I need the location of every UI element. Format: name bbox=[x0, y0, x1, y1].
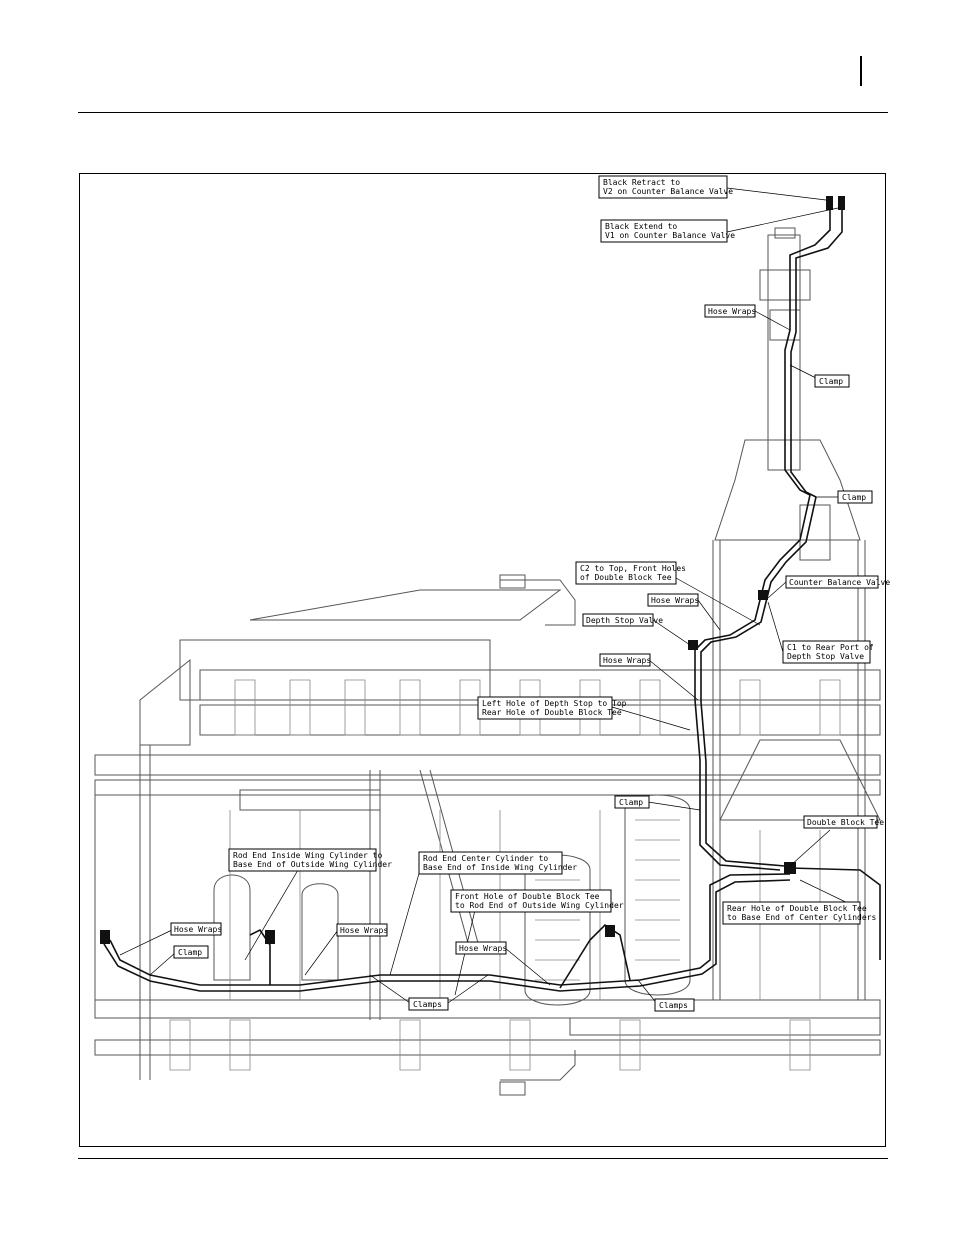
callout-c2-line2: of Double Block Tee bbox=[580, 573, 672, 582]
page-tab-mark bbox=[860, 56, 862, 86]
leader-lines bbox=[119, 187, 859, 1006]
callout-hose-wraps-top-text: Hose Wraps bbox=[708, 307, 756, 316]
callout-black-retract-line1: Black Retract to bbox=[603, 178, 680, 187]
callout-c1-rear-port: C1 to Rear Port of Depth Stop Valve bbox=[782, 640, 874, 664]
callout-c2-top-front: C2 to Top, Front Holes of Double Block T… bbox=[575, 561, 686, 585]
callout-clamp-2: Clamp bbox=[837, 490, 873, 504]
hydraulic-hoses bbox=[103, 200, 881, 992]
callout-hose-wraps-center-text: Hose Wraps bbox=[459, 944, 507, 953]
callout-clamps-1-text: Clamps bbox=[413, 1000, 442, 1009]
callout-front-hole-double-block: Front Hole of Double Block Tee to Rod En… bbox=[450, 889, 624, 913]
callout-hose-wraps-center-left-text: Hose Wraps bbox=[340, 926, 388, 935]
callout-black-retract-line2: V2 on Counter Balance Valve bbox=[603, 187, 733, 196]
callout-left-hole-line2: Rear Hole of Double Block Tee bbox=[482, 708, 622, 717]
callout-hose-wraps-left-text: Hose Wraps bbox=[174, 925, 222, 934]
callout-clamp-2-text: Clamp bbox=[842, 493, 866, 502]
callout-rod-end-inside-wing: Rod End Inside Wing Cylinder to Base End… bbox=[228, 848, 392, 872]
callout-c1-line2: Depth Stop Valve bbox=[787, 652, 864, 661]
callout-c2-line1: C2 to Top, Front Holes bbox=[580, 564, 686, 573]
callout-clamp-left-text: Clamp bbox=[178, 948, 202, 957]
callout-hose-wraps-mid1: Hose Wraps bbox=[647, 593, 699, 607]
callout-depth-stop-valve: Depth Stop Valve bbox=[582, 613, 663, 627]
callout-rod-end-center: Rod End Center Cylinder to Base End of I… bbox=[418, 851, 577, 875]
callout-rod-end-center-line1: Rod End Center Cylinder to bbox=[423, 854, 548, 863]
callout-hose-wraps-mid2-text: Hose Wraps bbox=[603, 656, 651, 665]
callout-double-block-tee: Double Block Tee bbox=[803, 815, 884, 829]
callout-left-hole-line1: Left Hole of Depth Stop to Top bbox=[482, 699, 627, 708]
callout-rod-end-inside-line2: Base End of Outside Wing Cylinder bbox=[233, 860, 392, 869]
figure-frame bbox=[79, 173, 886, 1147]
callout-counter-balance-valve-text: Counter Balance Valve bbox=[789, 578, 890, 587]
callout-hose-wraps-mid2: Hose Wraps bbox=[599, 653, 651, 667]
callout-rod-end-center-line2: Base End of Inside Wing Cylinder bbox=[423, 863, 577, 872]
callout-black-extend-line1: Black Extend to bbox=[605, 222, 677, 231]
header-rule bbox=[78, 112, 888, 113]
machine-frame-art bbox=[94, 227, 881, 1096]
callout-hose-wraps-center: Hose Wraps bbox=[455, 941, 507, 955]
callout-black-extend-line2: V1 on Counter Balance Valve bbox=[605, 231, 735, 240]
callout-rod-end-inside-line1: Rod End Inside Wing Cylinder to bbox=[233, 851, 382, 860]
callout-double-block-tee-text: Double Block Tee bbox=[807, 818, 884, 827]
hose-fittings bbox=[100, 196, 845, 944]
callout-hose-wraps-mid1-text: Hose Wraps bbox=[651, 596, 699, 605]
callout-clamp-left: Clamp bbox=[173, 945, 209, 959]
callout-clamp-1: Clamp bbox=[814, 374, 850, 388]
callout-black-extend: Black Extend to V1 on Counter Balance Va… bbox=[600, 219, 735, 243]
callout-clamps-1: Clamps bbox=[408, 997, 449, 1011]
footer-rule bbox=[78, 1158, 888, 1159]
callout-clamp-3: Clamp bbox=[614, 795, 650, 809]
callout-hose-wraps-top: Hose Wraps bbox=[704, 304, 756, 318]
callout-rear-hole-double-block: Rear Hole of Double Block Tee to Base En… bbox=[722, 901, 876, 925]
callout-clamps-2: Clamps bbox=[654, 998, 695, 1012]
callout-clamps-2-text: Clamps bbox=[659, 1001, 688, 1010]
callout-black-retract: Black Retract to V2 on Counter Balance V… bbox=[598, 175, 733, 199]
callout-front-hole-line2: to Rod End of Outside Wing Cylinder bbox=[455, 901, 624, 910]
callout-counter-balance-valve: Counter Balance Valve bbox=[785, 575, 890, 589]
callout-clamp-1-text: Clamp bbox=[819, 377, 843, 386]
callout-front-hole-line1: Front Hole of Double Block Tee bbox=[455, 892, 600, 901]
callout-hose-wraps-left: Hose Wraps bbox=[170, 922, 222, 936]
callout-hose-wraps-center-left: Hose Wraps bbox=[336, 923, 388, 937]
callout-depth-stop-valve-text: Depth Stop Valve bbox=[586, 616, 663, 625]
callout-rear-hole-line2: to Base End of Center Cylinders bbox=[727, 913, 876, 922]
callout-rear-hole-line1: Rear Hole of Double Block Tee bbox=[727, 904, 867, 913]
callout-left-hole-depth-stop: Left Hole of Depth Stop to Top Rear Hole… bbox=[477, 696, 627, 720]
callout-c1-line1: C1 to Rear Port of bbox=[787, 643, 874, 652]
callout-clamp-3-text: Clamp bbox=[619, 798, 643, 807]
